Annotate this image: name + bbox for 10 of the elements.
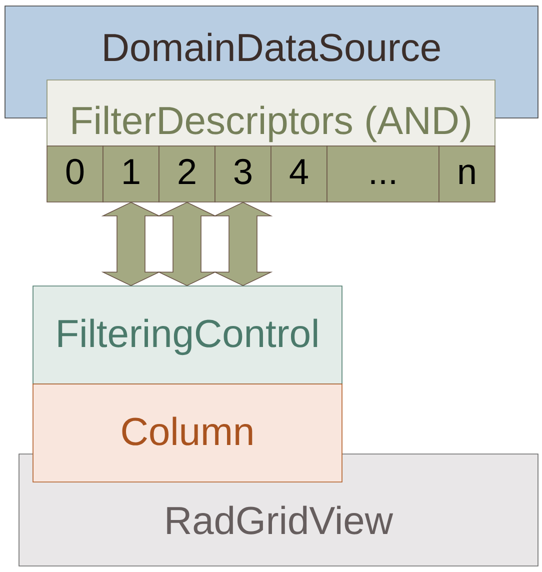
- control-box: FilteringControl: [32, 286, 342, 384]
- index-cell: 3: [214, 146, 272, 202]
- index-cell: ...: [326, 146, 440, 202]
- collection-header-box: FilterDescriptors (AND): [46, 80, 496, 146]
- index-cell: n: [438, 146, 496, 202]
- index-cell: 4: [270, 146, 328, 202]
- index-cell: 2: [158, 146, 216, 202]
- index-cell: 0: [46, 146, 104, 202]
- column-box: Column: [32, 384, 342, 482]
- index-cell: 1: [102, 146, 160, 202]
